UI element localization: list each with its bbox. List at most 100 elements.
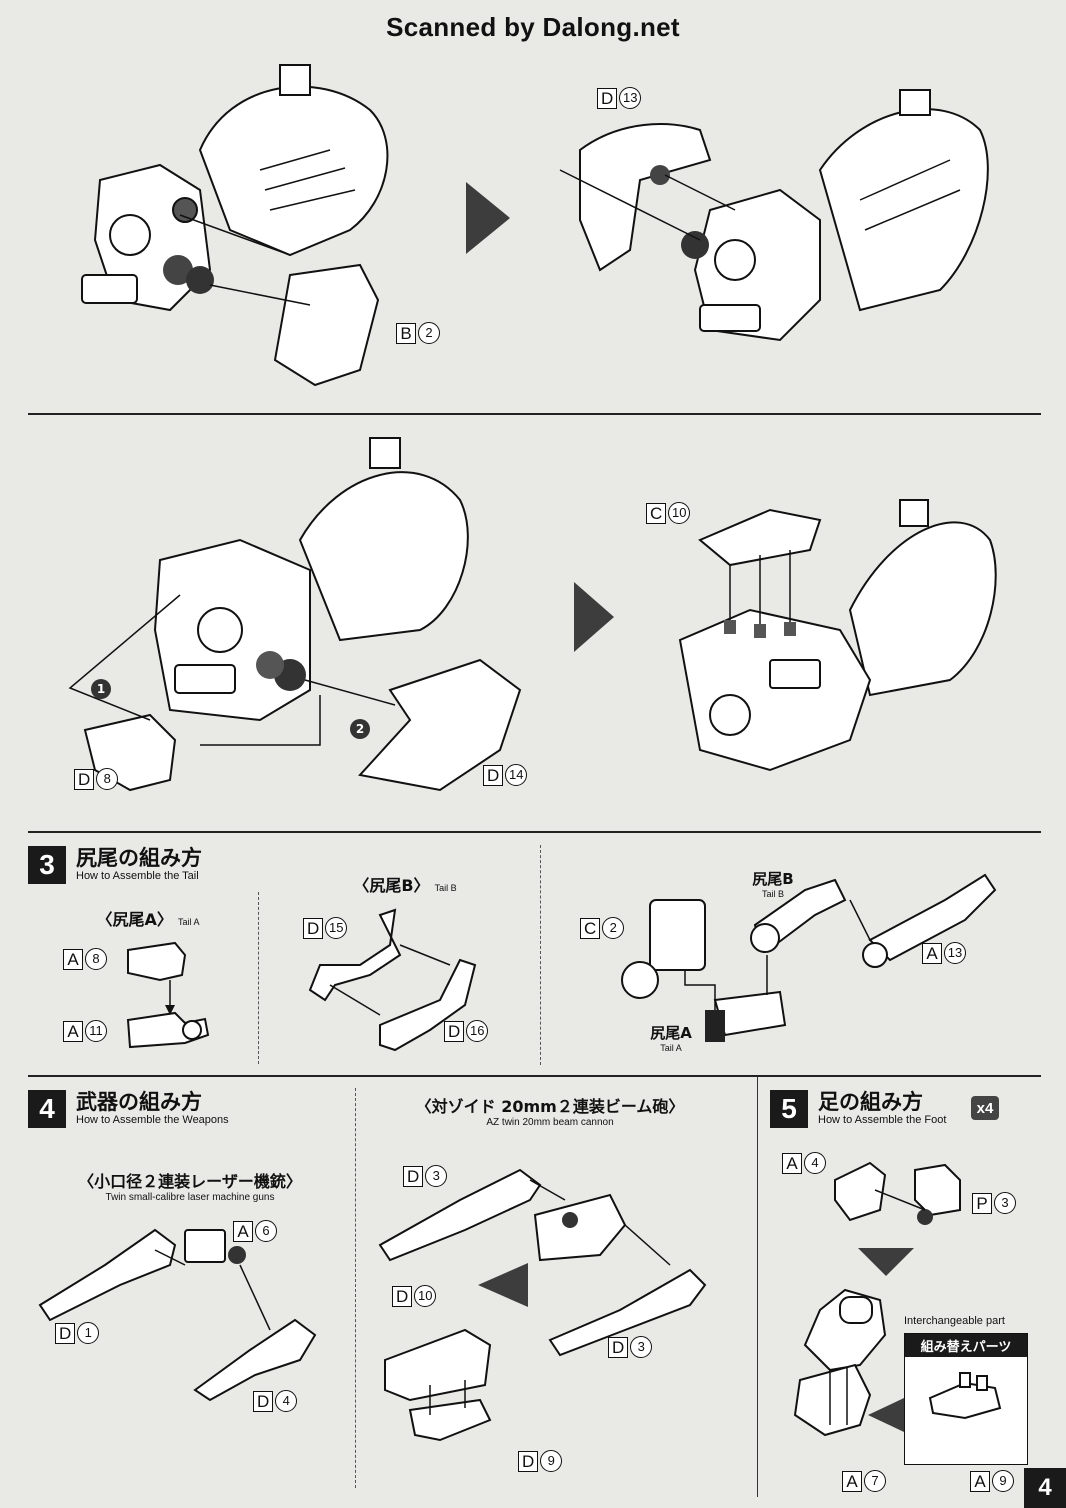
next-arrow-2	[574, 582, 614, 652]
part-number: 4	[804, 1152, 826, 1174]
part-number: 15	[325, 917, 348, 939]
swap-caption: Interchangeable part	[904, 1315, 1005, 1327]
step-title-en: How to Assemble the Foot	[818, 1114, 947, 1126]
heading-en: Tail A	[177, 917, 200, 927]
part-letter: D	[55, 1322, 76, 1344]
heading-jp: 〈小口径２連装レーザー機銃〉	[78, 1172, 302, 1191]
part-number: 14	[505, 764, 528, 786]
part-callout-d1: D 1	[55, 1322, 100, 1344]
order-marker-2: 2	[350, 719, 370, 739]
part-callout-d10: D 10	[392, 1285, 437, 1307]
part-letter: A	[233, 1220, 253, 1242]
cannon-diagram	[378, 1168, 707, 1442]
part-callout-a7: A 7	[842, 1470, 886, 1492]
part-letter: D	[403, 1165, 424, 1187]
divider-2	[28, 831, 1041, 833]
down-arrow	[858, 1248, 914, 1276]
dash-step3-a	[258, 892, 259, 1064]
part-letter: D	[597, 87, 618, 109]
part-number: 2	[602, 917, 625, 939]
back-arrow	[478, 1263, 528, 1307]
tail-a-heading: 〈尻尾A〉 Tail A	[88, 906, 208, 930]
assembly-diagram-top-right	[559, 89, 989, 342]
swap-part-title: 組み替えパーツ	[905, 1334, 1027, 1357]
tail-a-label: 尻尾A Tail A	[636, 1022, 706, 1053]
gun-heading: 〈小口径２連装レーザー機銃〉 Twin small-calibre laser …	[50, 1168, 330, 1203]
part-letter: D	[518, 1450, 539, 1472]
step-number: 4	[28, 1090, 66, 1128]
assembly-diagram-mid-left	[68, 437, 522, 792]
assembly-diagram-mid-right	[678, 499, 997, 772]
part-callout-c2: C 2	[580, 917, 625, 939]
watermark: Scanned by Dalong.net	[386, 12, 680, 42]
part-callout-a13: A 13	[922, 942, 966, 964]
part-callout-a9: A 9	[970, 1470, 1014, 1492]
heading-en: AZ twin 20mm beam cannon	[486, 1117, 614, 1128]
dash-step4	[355, 1088, 356, 1488]
part-callout-a11: A 11	[63, 1020, 107, 1042]
part-callout-a8: A 8	[63, 948, 107, 970]
label-jp: 尻尾B	[752, 870, 794, 888]
part-number: 3	[994, 1192, 1016, 1214]
part-letter: A	[782, 1152, 802, 1174]
part-letter: A	[63, 948, 83, 970]
part-callout-d3-bottom: D 3	[608, 1336, 653, 1358]
step-number: 3	[28, 846, 66, 884]
part-callout-d15: D 15	[303, 917, 348, 939]
dash-step3-b	[540, 845, 541, 1065]
part-number: 10	[668, 502, 691, 524]
part-callout-a6: A 6	[233, 1220, 277, 1242]
step-title-jp: 足の組み方	[818, 1090, 923, 1114]
part-callout-d13: D 13	[597, 87, 642, 109]
part-callout-a4: A 4	[782, 1152, 826, 1174]
part-number: 11	[85, 1020, 107, 1042]
gun-diagram	[38, 1228, 317, 1402]
part-number: 10	[414, 1285, 437, 1307]
part-letter: B	[396, 322, 416, 344]
foot-assembly-diagram	[793, 1288, 887, 1437]
part-number: 8	[96, 768, 119, 790]
part-number: 9	[540, 1450, 563, 1472]
cannon-heading: 〈対ゾイド 20mm２連装ビーム砲〉 AZ twin 20mm beam can…	[395, 1093, 705, 1128]
divider-step5	[757, 1077, 758, 1497]
divider-3	[28, 1075, 1041, 1077]
part-letter: D	[444, 1020, 465, 1042]
part-number: 13	[619, 87, 642, 109]
tail-assembly-diagram	[621, 873, 997, 1042]
part-callout-d14: D 14	[483, 764, 528, 786]
tail-b-label: 尻尾B Tail B	[738, 868, 808, 899]
step-5-header: 5 足の組み方 How to Assemble the Foot	[770, 1090, 946, 1128]
step-title-jp: 武器の組み方	[76, 1090, 202, 1114]
order-marker-1: 1	[91, 679, 111, 699]
part-letter: D	[392, 1285, 413, 1307]
step-title-jp: 尻尾の組み方	[76, 846, 202, 870]
quantity-badge: x4	[971, 1096, 999, 1120]
part-callout-p3: P 3	[972, 1192, 1016, 1214]
part-letter: D	[608, 1336, 629, 1358]
part-number: 16	[466, 1020, 489, 1042]
part-number: 3	[630, 1336, 653, 1358]
step-title-en: How to Assemble the Tail	[76, 870, 199, 882]
part-letter: P	[972, 1192, 992, 1214]
heading-en: Tail B	[434, 883, 457, 893]
part-callout-d4: D 4	[253, 1390, 298, 1412]
swap-arrow	[868, 1398, 904, 1432]
part-letter: A	[63, 1020, 83, 1042]
part-callout-d16: D 16	[444, 1020, 489, 1042]
step-3-header: 3 尻尾の組み方 How to Assemble the Tail	[28, 846, 202, 884]
part-letter: D	[303, 917, 324, 939]
tail-b-heading: 〈尻尾B〉 Tail B	[340, 872, 470, 896]
part-number: 9	[992, 1470, 1014, 1492]
heading-jp: 〈尻尾B〉	[353, 876, 430, 895]
part-number: 8	[85, 948, 107, 970]
next-arrow-1	[466, 182, 510, 254]
part-number: 2	[418, 322, 440, 344]
step-number: 5	[770, 1090, 808, 1128]
label-jp: 尻尾A	[650, 1024, 692, 1042]
page-number: 4	[1024, 1468, 1066, 1508]
label-en: Tail B	[761, 889, 784, 899]
label-en: Tail A	[660, 1043, 682, 1053]
heading-en: Twin small-calibre laser machine guns	[105, 1192, 275, 1203]
part-letter: A	[970, 1470, 990, 1492]
tail-a-diagram	[126, 941, 210, 1049]
